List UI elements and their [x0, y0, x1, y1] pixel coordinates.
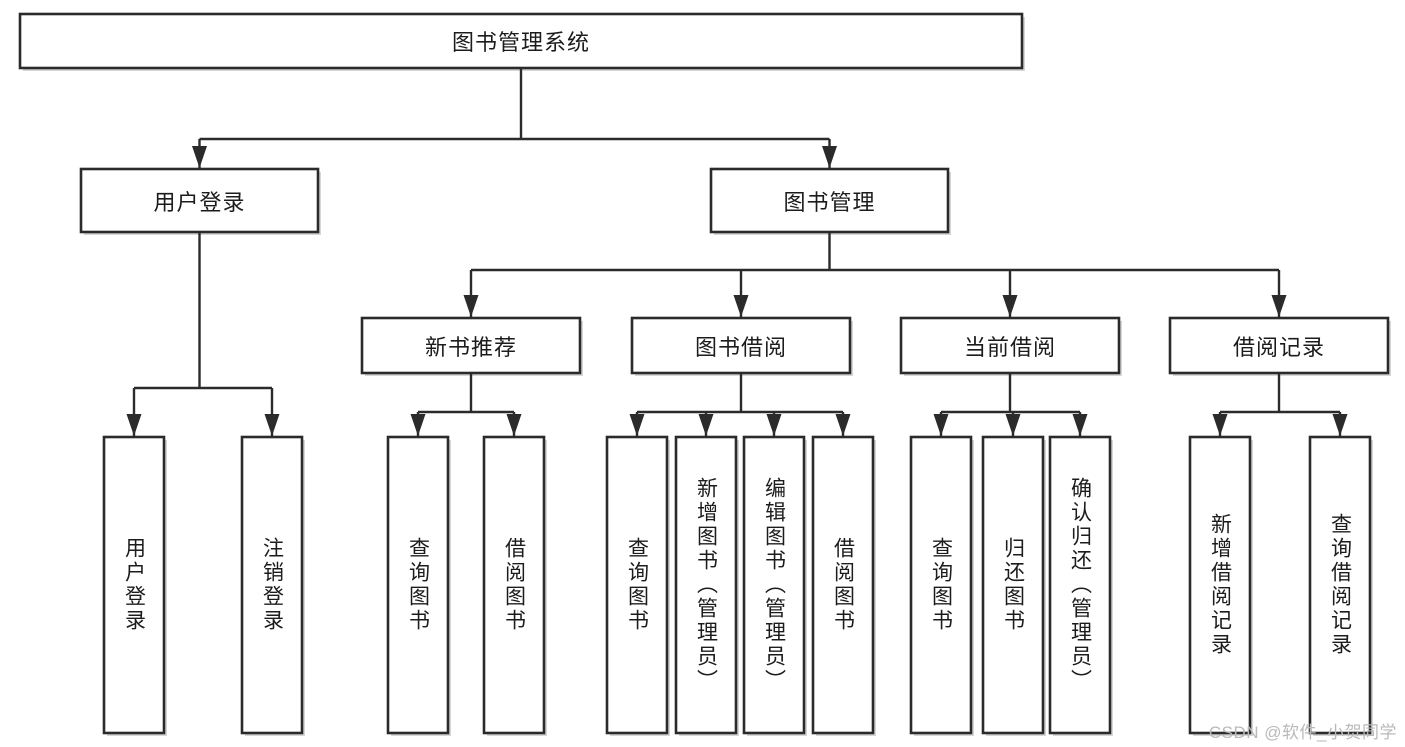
- node-leaf-query-record[interactable]: [1308, 435, 1373, 736]
- node-root[interactable]: [18, 12, 1025, 71]
- arrow-head-icon: [1332, 414, 1348, 436]
- node-box-leaf-return-book[interactable]: [981, 435, 1045, 735]
- arrow-head-icon: [629, 414, 645, 436]
- arrow-head-icon: [822, 146, 837, 168]
- node-leaf-confirm-return[interactable]: [1048, 435, 1113, 736]
- arrow-head-icon: [1212, 414, 1228, 436]
- node-book-borrow[interactable]: [630, 316, 853, 376]
- arrow-head-icon: [192, 146, 207, 168]
- node-leaf-borrow-book-1[interactable]: [482, 435, 547, 736]
- arrow-head-icon: [835, 414, 851, 436]
- node-box-leaf-user-login[interactable]: [102, 435, 166, 735]
- node-box-leaf-add-record[interactable]: [1188, 435, 1252, 735]
- node-leaf-user-login[interactable]: [102, 435, 167, 736]
- arrow-head-icon: [264, 414, 280, 436]
- arrow-head-icon: [766, 414, 782, 436]
- arrow-head-icon: [1002, 295, 1018, 317]
- node-box-leaf-query-book-2[interactable]: [605, 435, 669, 735]
- node-leaf-edit-book[interactable]: [742, 435, 807, 736]
- node-leaf-query-book-2[interactable]: [605, 435, 670, 736]
- node-leaf-add-book[interactable]: [674, 435, 739, 736]
- arrow-head-icon: [933, 414, 949, 436]
- arrow-head-icon: [506, 414, 522, 436]
- node-box-leaf-query-book-3[interactable]: [909, 435, 973, 735]
- node-box-user-login[interactable]: [79, 167, 320, 234]
- node-box-leaf-confirm-return[interactable]: [1048, 435, 1112, 735]
- node-box-borrow-record[interactable]: [1168, 316, 1390, 375]
- node-box-book-management[interactable]: [709, 167, 950, 234]
- node-box-current-borrow[interactable]: [899, 316, 1121, 375]
- node-leaf-query-book-3[interactable]: [909, 435, 974, 736]
- node-box-new-book-recommend[interactable]: [360, 316, 582, 375]
- node-borrow-record[interactable]: [1168, 316, 1391, 376]
- node-box-root[interactable]: [18, 12, 1024, 70]
- node-leaf-query-book-1[interactable]: [386, 435, 451, 736]
- arrow-head-icon: [698, 414, 714, 436]
- arrow-head-icon: [1005, 414, 1021, 436]
- arrow-head-icon: [1271, 295, 1287, 317]
- node-box-leaf-edit-book[interactable]: [742, 435, 806, 735]
- node-book-management[interactable]: [709, 167, 951, 235]
- node-leaf-logout[interactable]: [240, 435, 305, 736]
- node-box-leaf-add-book[interactable]: [674, 435, 738, 735]
- node-new-book-recommend[interactable]: [360, 316, 583, 376]
- node-leaf-add-record[interactable]: [1188, 435, 1253, 736]
- arrow-head-icon: [733, 295, 749, 317]
- node-box-leaf-borrow-book-2[interactable]: [811, 435, 875, 735]
- arrow-head-icon: [463, 295, 479, 317]
- arrow-head-icon: [410, 414, 426, 436]
- node-leaf-return-book[interactable]: [981, 435, 1046, 736]
- csdn-watermark: CSDN @软件_小贺同学: [1208, 723, 1397, 742]
- node-leaf-borrow-book-2[interactable]: [811, 435, 876, 736]
- node-current-borrow[interactable]: [899, 316, 1122, 376]
- node-user-login[interactable]: [79, 167, 321, 235]
- arrow-head-icon: [126, 414, 142, 436]
- node-box-leaf-logout[interactable]: [240, 435, 304, 735]
- arrow-head-icon: [1072, 414, 1088, 436]
- node-box-book-borrow[interactable]: [630, 316, 852, 375]
- node-box-leaf-query-book-1[interactable]: [386, 435, 450, 735]
- node-box-leaf-borrow-book-1[interactable]: [482, 435, 546, 735]
- node-box-leaf-query-record[interactable]: [1308, 435, 1372, 735]
